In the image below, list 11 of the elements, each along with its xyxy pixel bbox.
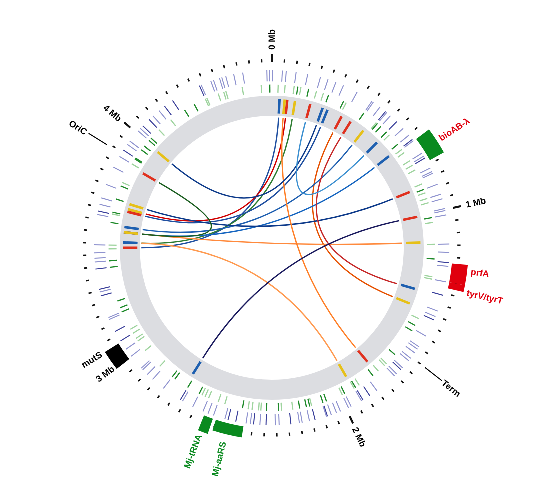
gene-label: Mj-aaRS [208, 440, 229, 478]
leader-line [424, 367, 443, 382]
position-label: OriC [67, 117, 90, 138]
scale-label: 1 Mb [464, 195, 488, 212]
scale-label: 0 Mb [266, 29, 278, 50]
scale-label: 2 Mb [350, 426, 370, 450]
gene-label: tyrV/tyrT [466, 287, 504, 308]
scale-label: 4 Mb [100, 102, 124, 124]
gene-label: prfA [470, 266, 490, 281]
scale-label: 3 Mb [94, 364, 118, 386]
leader-line [88, 133, 108, 146]
